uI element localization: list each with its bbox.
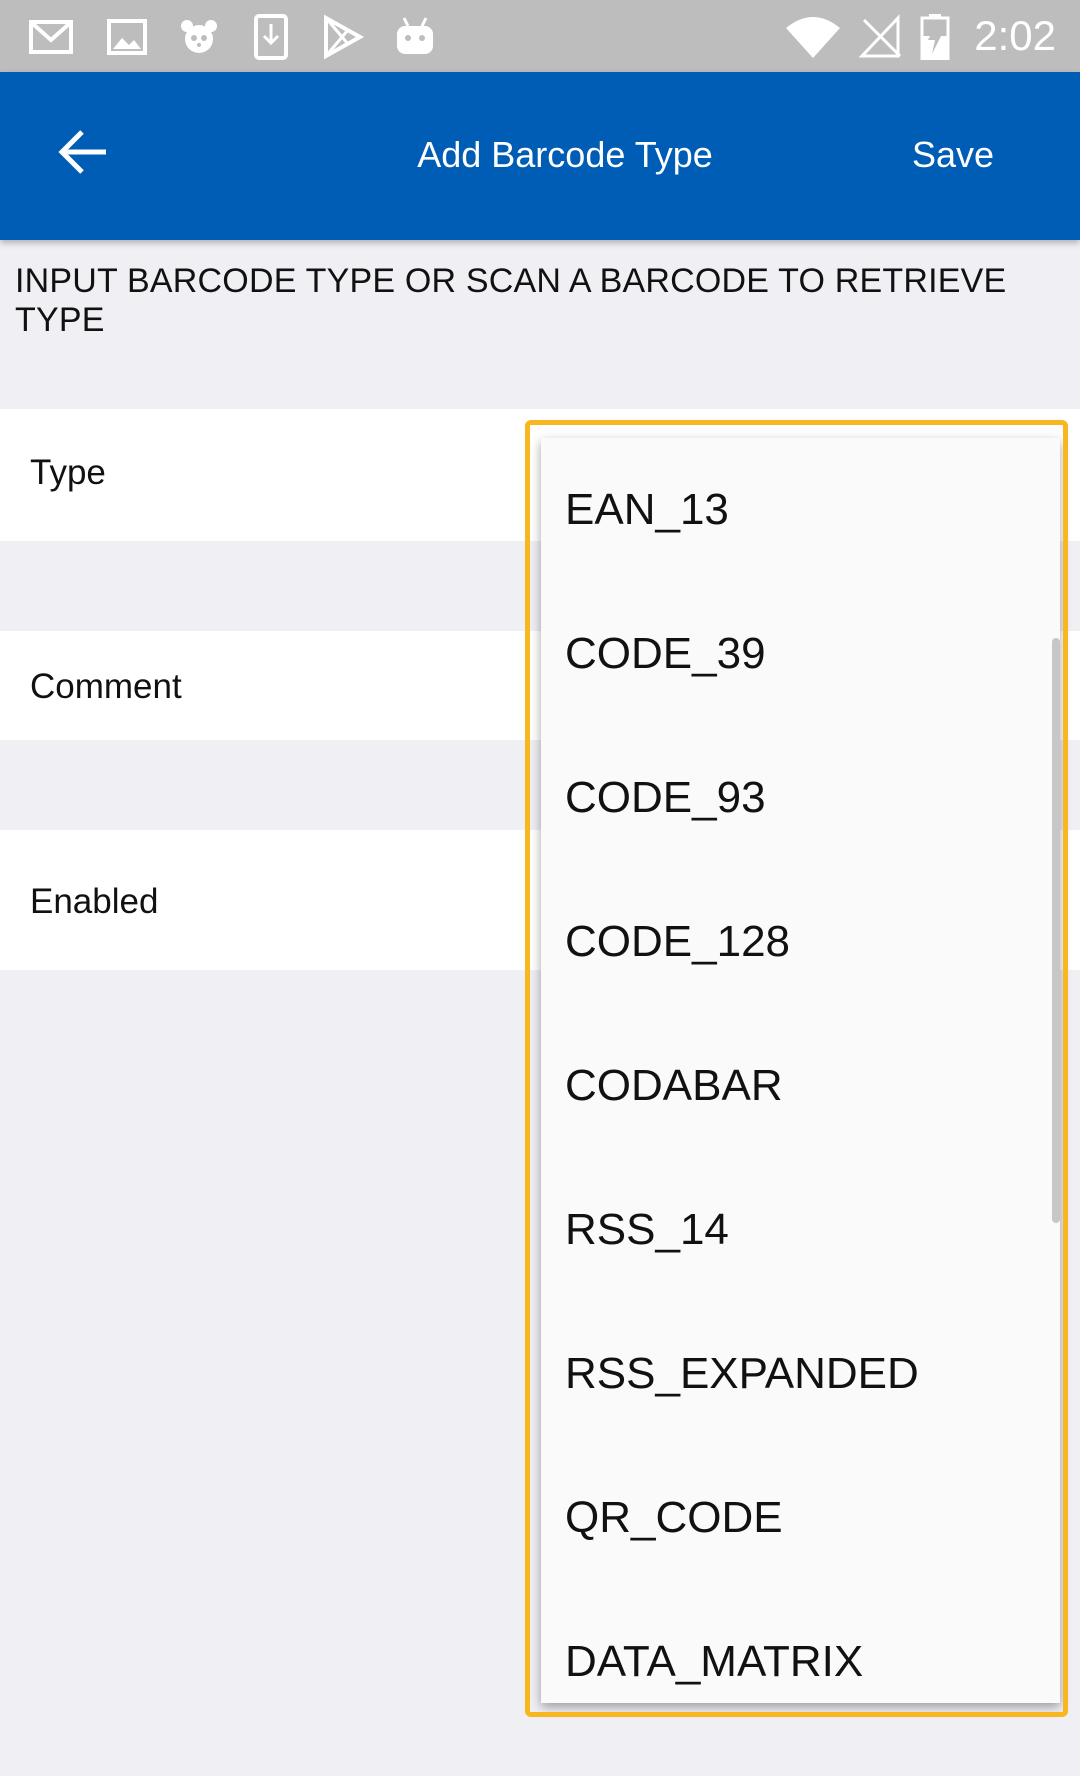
status-bar: 2:02 bbox=[0, 0, 1080, 72]
comment-label: Comment bbox=[30, 667, 182, 706]
dropdown-option-code-128[interactable]: CODE_128 bbox=[565, 917, 791, 966]
status-time: 2:02 bbox=[974, 12, 1056, 59]
android-icon bbox=[397, 17, 433, 54]
gallery-icon bbox=[107, 19, 147, 55]
wifi-icon bbox=[786, 17, 840, 58]
dropdown-option-rss-expanded[interactable]: RSS_EXPANDED bbox=[565, 1349, 919, 1398]
battery-charging-icon bbox=[920, 14, 950, 60]
instruction-text: INPUT BARCODE TYPE OR SCAN A BARCODE TO … bbox=[15, 262, 1007, 339]
back-button[interactable] bbox=[48, 116, 120, 188]
barcode-type-dropdown[interactable]: EAN_13 CODE_39 CODE_93 CODE_128 CODABAR … bbox=[541, 438, 1060, 1703]
dropdown-option-ean-13[interactable]: EAN_13 bbox=[565, 485, 729, 534]
dropdown-option-code-93[interactable]: CODE_93 bbox=[565, 773, 766, 822]
page-title: Add Barcode Type bbox=[417, 134, 713, 175]
gmail-icon bbox=[29, 20, 73, 54]
dropdown-option-codabar[interactable]: CODABAR bbox=[565, 1061, 783, 1110]
arrow-left-icon bbox=[58, 130, 106, 174]
dropdown-option-rss-14[interactable]: RSS_14 bbox=[565, 1205, 729, 1254]
dropdown-option-code-39[interactable]: CODE_39 bbox=[565, 629, 766, 678]
no-signal-icon bbox=[858, 14, 902, 58]
type-label: Type bbox=[30, 453, 106, 492]
app-bar: Add Barcode Type Save bbox=[0, 72, 1080, 240]
dropdown-option-qr-code[interactable]: QR_CODE bbox=[565, 1493, 783, 1542]
save-button[interactable]: Save bbox=[911, 134, 994, 175]
dropdown-scrollbar[interactable] bbox=[1052, 638, 1060, 1223]
panda-icon bbox=[181, 20, 217, 53]
dropdown-option-data-matrix[interactable]: DATA_MATRIX bbox=[565, 1637, 864, 1686]
download-icon bbox=[254, 14, 288, 60]
play-store-icon bbox=[324, 14, 365, 60]
enabled-label: Enabled bbox=[30, 882, 159, 921]
